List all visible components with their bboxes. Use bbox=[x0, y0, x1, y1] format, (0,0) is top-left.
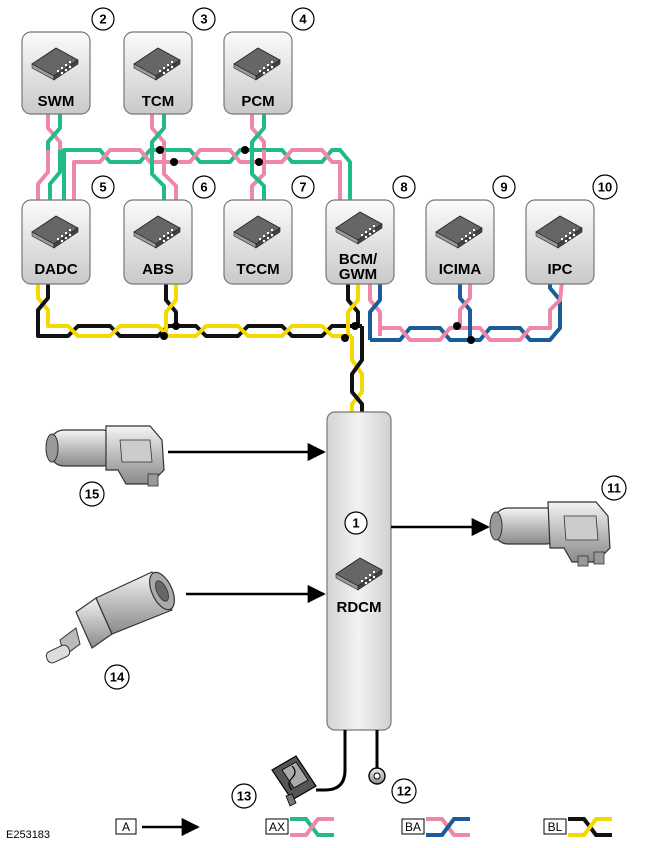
legend-item-bl: BL bbox=[543, 817, 612, 837]
module-abs: ABS bbox=[123, 199, 193, 285]
callout-6: 6 bbox=[192, 175, 216, 199]
legend: A AX BA BL bbox=[115, 817, 612, 837]
svg-text:10: 10 bbox=[598, 180, 612, 195]
figure-reference: E253183 bbox=[6, 829, 50, 841]
top-network-bus bbox=[36, 112, 352, 200]
module-label-ipc: IPC bbox=[547, 261, 572, 278]
svg-text:BL: BL bbox=[548, 820, 563, 834]
svg-text:1: 1 bbox=[352, 516, 359, 531]
svg-text:6: 6 bbox=[200, 180, 207, 195]
module-label-rdcm: RDCM bbox=[337, 599, 382, 616]
right-network-bus bbox=[368, 281, 564, 342]
svg-text:4: 4 bbox=[299, 12, 307, 27]
module-rdcm: RDCM bbox=[326, 411, 392, 731]
svg-text:7: 7 bbox=[299, 180, 306, 195]
callouts: 1 2 3 4 5 6 7 8 9 10 11 12 13 14 15 bbox=[79, 7, 627, 809]
module-label-abs: ABS bbox=[142, 261, 174, 278]
legend-item-ba: BA bbox=[401, 817, 470, 837]
callout-10: 10 bbox=[592, 174, 618, 200]
hardwired-arrows bbox=[168, 442, 490, 604]
module-label-pcm: PCM bbox=[241, 93, 274, 110]
legend-item-ax: AX bbox=[265, 817, 334, 837]
module-bcm-gwm: BCM/ GWM bbox=[325, 199, 395, 285]
top-bus-junctions bbox=[156, 146, 263, 166]
callout-2: 2 bbox=[91, 7, 115, 31]
svg-text:5: 5 bbox=[99, 180, 106, 195]
module-label-swm: SWM bbox=[38, 93, 75, 110]
ground-terminal-icon bbox=[368, 767, 386, 785]
svg-text:BA: BA bbox=[405, 820, 421, 834]
svg-text:15: 15 bbox=[85, 487, 99, 502]
legend-item-a: A bbox=[115, 817, 200, 837]
svg-text:11: 11 bbox=[607, 481, 621, 496]
module-label-bcm: BCM/ bbox=[339, 251, 378, 268]
lower-bus-junctions bbox=[160, 322, 359, 342]
module-label-tccm: TCCM bbox=[236, 261, 279, 278]
module-dadc: DADC bbox=[21, 199, 91, 285]
module-ipc: IPC bbox=[525, 199, 595, 285]
callout-12: 12 bbox=[391, 778, 417, 804]
svg-text:A: A bbox=[122, 820, 130, 834]
svg-text:2: 2 bbox=[99, 12, 106, 27]
svg-text:3: 3 bbox=[200, 12, 207, 27]
callout-9: 9 bbox=[492, 175, 516, 199]
callout-8: 8 bbox=[392, 175, 416, 199]
callout-14: 14 bbox=[104, 664, 130, 690]
callout-3: 3 bbox=[192, 7, 216, 31]
module-pcm: PCM bbox=[223, 31, 293, 115]
callout-11: 11 bbox=[601, 475, 627, 501]
svg-text:13: 13 bbox=[237, 789, 251, 804]
svg-text:14: 14 bbox=[110, 670, 125, 685]
power-ground-wires bbox=[316, 730, 379, 792]
module-label-tcm: TCM bbox=[142, 93, 175, 110]
callout-4: 4 bbox=[291, 7, 315, 31]
callout-15: 15 bbox=[79, 481, 105, 507]
lower-network-bus bbox=[36, 282, 364, 412]
component-15-motor-icon bbox=[45, 425, 165, 487]
svg-text:12: 12 bbox=[397, 784, 411, 799]
module-icima: ICIMA bbox=[425, 199, 495, 285]
fuse-icon bbox=[271, 755, 317, 807]
right-bus-junctions bbox=[453, 322, 475, 344]
component-11-motor-icon bbox=[489, 501, 611, 567]
component-14-sensor-icon bbox=[45, 571, 175, 664]
callout-13: 13 bbox=[231, 783, 257, 809]
module-label-dadc: DADC bbox=[34, 261, 77, 278]
module-swm: SWM bbox=[21, 31, 91, 115]
module-label-icima: ICIMA bbox=[439, 261, 482, 278]
callout-5: 5 bbox=[91, 175, 115, 199]
svg-text:AX: AX bbox=[269, 820, 285, 834]
svg-text:8: 8 bbox=[400, 180, 407, 195]
module-tccm: TCCM bbox=[223, 199, 293, 285]
callout-1: 1 bbox=[344, 511, 368, 535]
module-label-gwm: GWM bbox=[339, 266, 377, 283]
svg-text:9: 9 bbox=[500, 180, 507, 195]
module-tcm: TCM bbox=[123, 31, 193, 115]
callout-7: 7 bbox=[291, 175, 315, 199]
